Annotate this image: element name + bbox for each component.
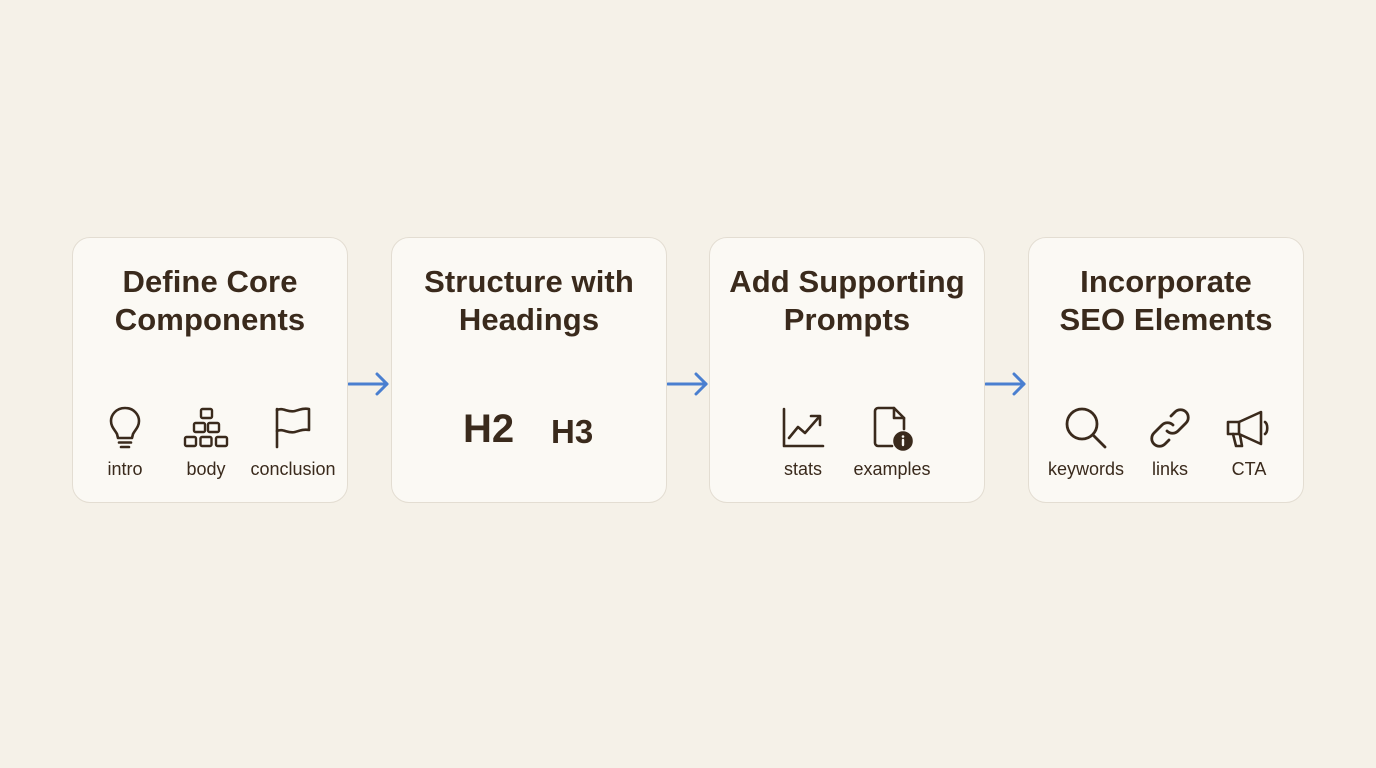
step-items: keywords links: [1029, 404, 1303, 484]
item-conclusion: conclusion: [243, 404, 343, 480]
step-title-line: SEO Elements: [1059, 302, 1273, 337]
item-examples: examples: [842, 404, 942, 480]
step-title: Define Core Components: [73, 263, 347, 339]
lightbulb-icon: [101, 404, 149, 452]
trend-chart-icon: [779, 404, 827, 452]
step-title-line: Define Core: [122, 264, 298, 299]
search-icon: [1062, 404, 1110, 452]
step-title: Add Supporting Prompts: [710, 263, 984, 339]
step-card-add-supporting-prompts: Add Supporting Prompts stats: [709, 237, 985, 503]
step-title-line: Prompts: [783, 302, 911, 337]
document-info-icon: [868, 404, 916, 452]
step-items: stats examples: [710, 404, 984, 484]
flag-icon: [269, 404, 317, 452]
item-label: CTA: [1231, 459, 1267, 479]
flow-arrow: [985, 370, 1027, 398]
megaphone-icon: [1225, 404, 1273, 452]
step-title-line: Incorporate: [1080, 264, 1252, 299]
item-label: keywords: [1047, 459, 1125, 479]
step-title-line: Headings: [458, 302, 600, 337]
item-label: intro: [107, 459, 143, 479]
item-label: links: [1151, 459, 1188, 479]
flow-arrow: [348, 370, 390, 398]
step-title: Structure with Headings: [392, 263, 666, 339]
item-label: examples: [853, 459, 931, 479]
step-title-line: Components: [114, 302, 306, 337]
blocks-icon: [182, 404, 230, 452]
item-label: conclusion: [250, 459, 336, 479]
item-intro: intro: [75, 404, 175, 480]
item-body: body: [156, 404, 256, 480]
item-links: links: [1120, 404, 1220, 480]
step-card-incorporate-seo-elements: Incorporate SEO Elements keywords: [1028, 237, 1304, 503]
heading-tag-h3: H3: [551, 413, 594, 450]
step-card-define-core-components: Define Core Components intro: [72, 237, 348, 503]
step-title: Incorporate SEO Elements: [1029, 263, 1303, 339]
step-items: intro body: [73, 404, 347, 484]
link-icon: [1146, 404, 1194, 452]
step-card-structure-with-headings: Structure with Headings H2 H3: [391, 237, 667, 503]
flow-arrow: [667, 370, 709, 398]
item-keywords: keywords: [1036, 404, 1136, 480]
step-title-line: Structure with: [424, 264, 634, 299]
item-stats: stats: [753, 404, 853, 480]
item-cta: CTA: [1199, 404, 1299, 480]
item-label: stats: [783, 459, 822, 479]
heading-tag-h2: H2: [463, 407, 515, 451]
item-label: body: [186, 459, 226, 479]
step-title-line: Add Supporting: [729, 264, 965, 299]
